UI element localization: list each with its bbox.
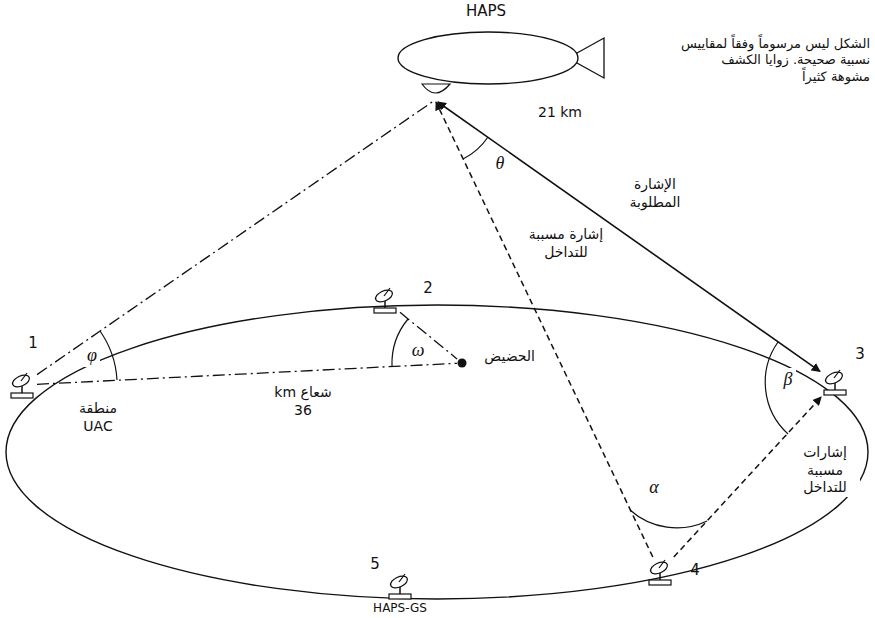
- vehicle-name: HAPS: [436, 2, 536, 21]
- angle-arc: [100, 331, 117, 380]
- ground-station-icon: [820, 367, 850, 397]
- ground-station: 3: [820, 367, 850, 397]
- signal-label: إشارات مسببة للتداخل: [790, 444, 860, 497]
- angle-label: φ: [84, 344, 100, 367]
- callout-number: 3: [852, 345, 868, 364]
- signal-path: [37, 102, 432, 375]
- callout-number: 4: [687, 561, 703, 580]
- ground-station-icon: [385, 571, 415, 601]
- callout-number: 5: [367, 555, 383, 574]
- area-label: منطقة UAC: [63, 400, 133, 435]
- signal-label: إشارة مسببة للتداخل: [527, 226, 605, 261]
- point-label: الحضيض: [471, 348, 535, 366]
- angle-arc: [630, 510, 707, 528]
- note-text: الشكل ليس مرسوماً وفقاً لمقاييس نسبية صح…: [680, 36, 870, 85]
- desired-signal-path: [438, 102, 820, 371]
- ground-station-icon: [370, 285, 400, 315]
- angle-label: θ: [492, 152, 508, 175]
- angle-label: β: [780, 368, 796, 391]
- coverage-area: منطقة UAC الحضيض: [5, 304, 869, 600]
- ground-station: 2: [370, 285, 400, 315]
- radius-label: شعاع km 36: [268, 384, 338, 419]
- signal-path: [400, 312, 457, 359]
- haps-platform: HAPS: [396, 30, 606, 102]
- angle-label: ω: [410, 339, 426, 362]
- ground-station: 5HAPS-GS: [385, 571, 415, 601]
- station-name: HAPS-GS: [355, 601, 445, 616]
- ground-station: 1: [7, 370, 37, 400]
- distance-label: 21 km: [530, 104, 590, 122]
- callout-number: 1: [25, 334, 41, 353]
- ground-station-icon: [645, 557, 675, 587]
- signal-label: الإشارة المطلوبة: [614, 176, 696, 211]
- nadir-point: الحضيض: [457, 358, 467, 368]
- nadir-dot: [457, 358, 467, 368]
- angle-label: α: [646, 476, 662, 499]
- angle-arc: [392, 319, 408, 366]
- angle-arc: [463, 137, 488, 159]
- callout-number: 2: [420, 279, 436, 298]
- signal-path: [436, 102, 653, 557]
- airship-outline: [396, 30, 606, 102]
- ground-station: 4: [645, 557, 675, 587]
- ground-station-icon: [7, 370, 37, 400]
- coverage-ellipse: [5, 304, 869, 600]
- signal-path: [37, 363, 457, 384]
